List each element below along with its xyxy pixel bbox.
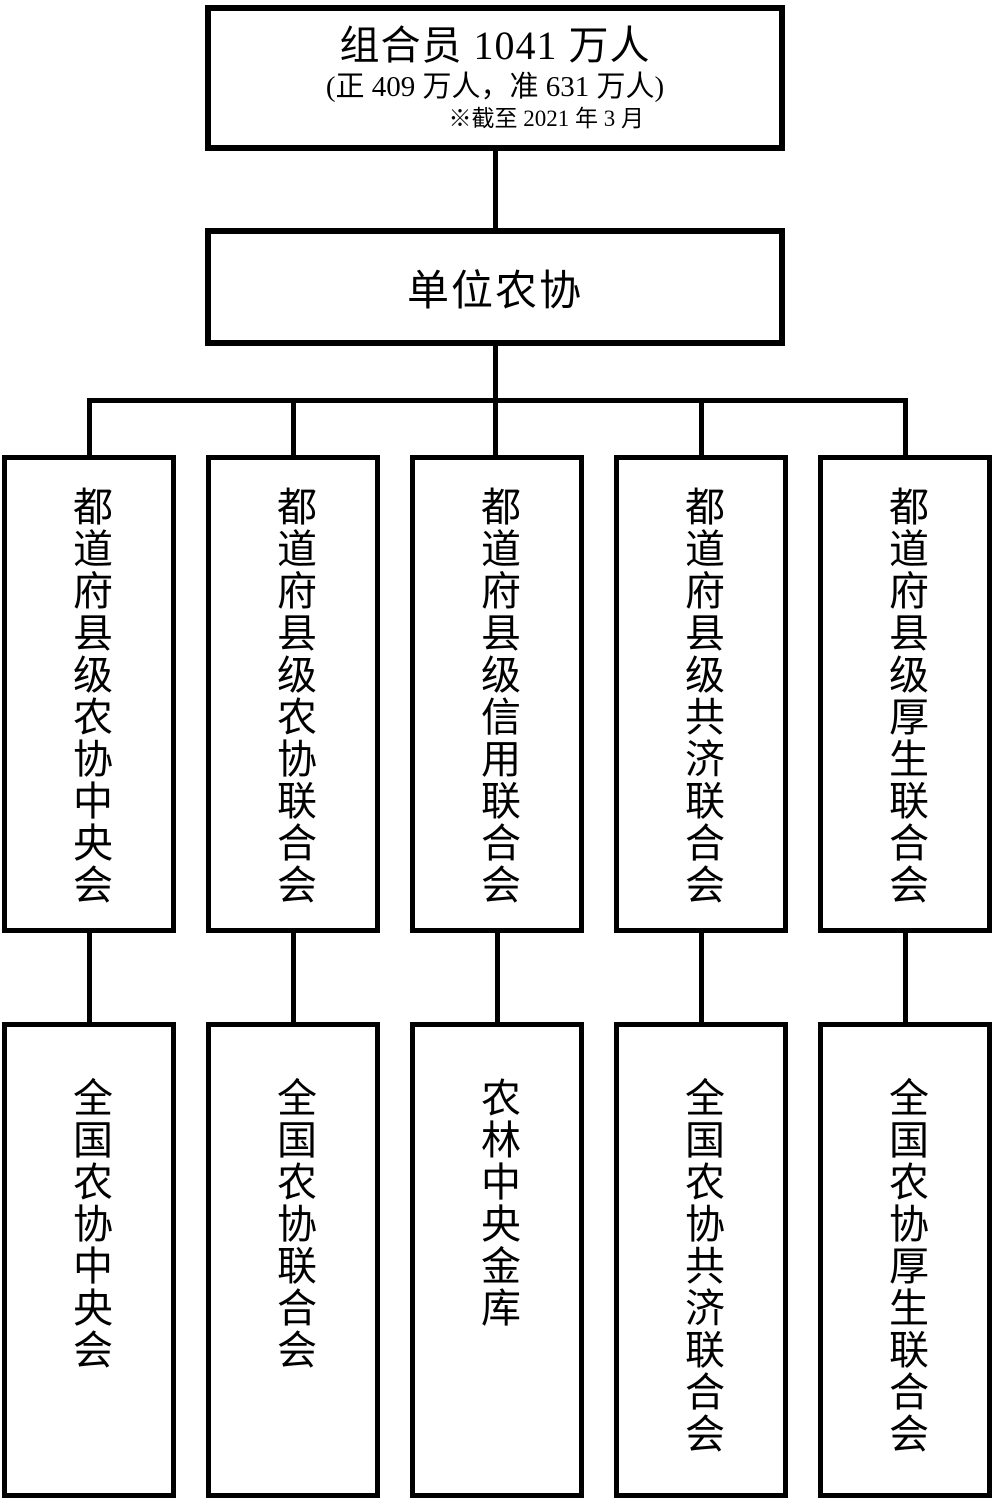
prefectural-central-union-box: 都道府县级农协中央会 xyxy=(2,455,176,933)
national-federation-label: 全国农协联合会 xyxy=(271,1077,316,1371)
unit-nokyo-box: 单位农协 xyxy=(205,228,785,346)
connector-drop-col1 xyxy=(87,398,92,455)
connector-drop-col5 xyxy=(903,398,908,455)
national-central-union-box: 全国农协中央会 xyxy=(2,1022,176,1498)
prefectural-welfare-federation-box: 都道府县级厚生联合会 xyxy=(818,455,992,933)
prefectural-federation-label: 都道府县级农协联合会 xyxy=(271,486,316,906)
connector-drop-col2 xyxy=(291,398,296,455)
national-mutual-aid-federation-box: 全国农协共济联合会 xyxy=(614,1022,788,1498)
prefectural-credit-federation-label: 都道府县级信用联合会 xyxy=(475,486,520,906)
connector-col1-to-national xyxy=(87,933,92,1022)
connector-members-to-unit xyxy=(493,151,498,228)
members-total-text: 组合员 1041 万人 xyxy=(339,23,651,68)
connector-drop-col4 xyxy=(699,398,704,455)
prefectural-mutual-aid-federation-label: 都道府县级共济联合会 xyxy=(679,486,724,906)
prefectural-welfare-federation-label: 都道府县级厚生联合会 xyxy=(883,486,928,906)
prefectural-mutual-aid-federation-box: 都道府县级共济联合会 xyxy=(614,455,788,933)
national-mutual-aid-federation-label: 全国农协共济联合会 xyxy=(679,1077,724,1455)
national-welfare-federation-label: 全国农协厚生联合会 xyxy=(883,1077,928,1455)
connector-col5-to-national xyxy=(903,933,908,1022)
prefectural-federation-box: 都道府县级农协联合会 xyxy=(206,455,380,933)
connector-col3-to-national xyxy=(495,933,500,1022)
national-federation-box: 全国农协联合会 xyxy=(206,1022,380,1498)
members-box: 组合员 1041 万人 (正 409 万人，准 631 万人) ※截至 2021… xyxy=(205,5,785,151)
connector-col2-to-national xyxy=(291,933,296,1022)
connector-col4-to-national xyxy=(699,933,704,1022)
national-central-union-label: 全国农协中央会 xyxy=(67,1077,112,1371)
members-breakdown-text: (正 409 万人，准 631 万人) xyxy=(325,71,665,103)
national-welfare-federation-box: 全国农协厚生联合会 xyxy=(818,1022,992,1498)
prefectural-central-union-label: 都道府县级农协中央会 xyxy=(67,486,112,906)
as-of-date-note: ※截至 2021 年 3 月 xyxy=(448,106,645,131)
norinchukin-bank-label: 农林中央金库 xyxy=(475,1077,520,1329)
norinchukin-bank-box: 农林中央金库 xyxy=(410,1022,584,1498)
connector-horizontal-bus xyxy=(87,398,908,403)
prefectural-credit-federation-box: 都道府县级信用联合会 xyxy=(410,455,584,933)
